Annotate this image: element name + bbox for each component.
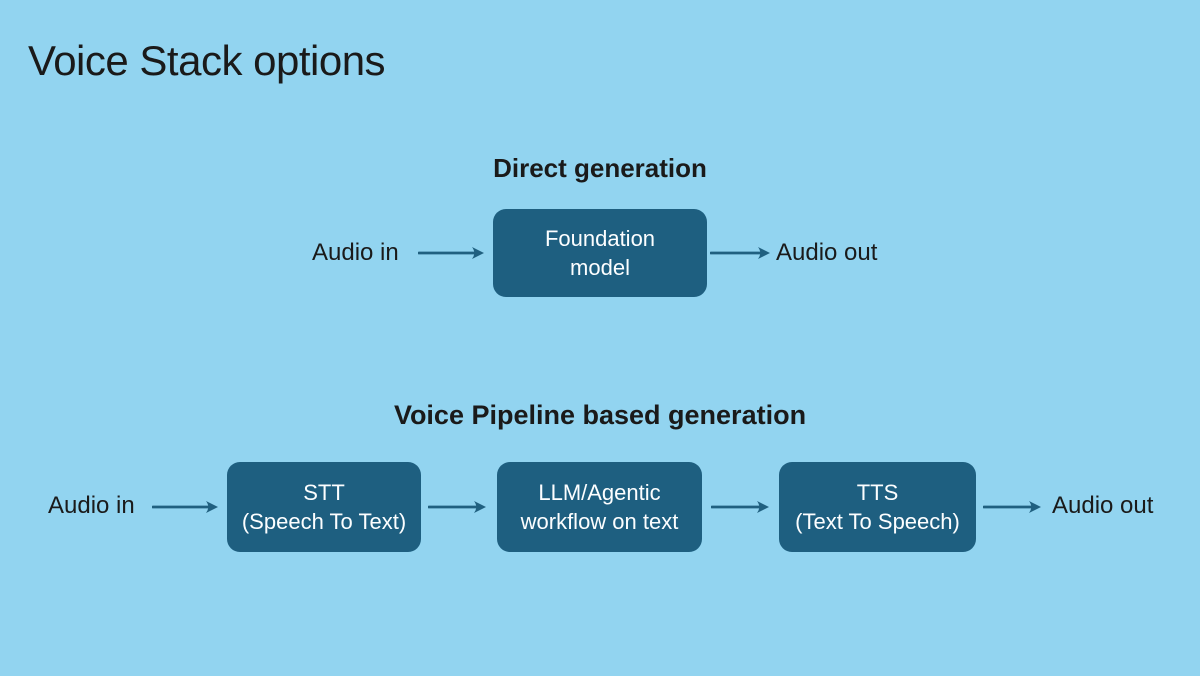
direct-generation-heading: Direct generation	[493, 153, 707, 183]
node-label-line: (Text To Speech)	[795, 509, 960, 534]
node-label-line: STT	[303, 480, 345, 505]
node-label-line: workflow on text	[520, 509, 679, 534]
node-label-line: (Speech To Text)	[241, 509, 407, 534]
arrow-right-icon	[983, 501, 1041, 513]
page-title: Voice Stack options	[28, 37, 386, 84]
stt-node: STT (Speech To Text)	[227, 462, 421, 552]
direct-audio-out-label: Audio out	[776, 239, 878, 266]
node-label-line: TTS	[856, 480, 899, 505]
arrow-right-icon	[710, 247, 770, 259]
node-label-line: Foundation	[544, 226, 656, 251]
foundation-model-node: Foundation model	[493, 209, 707, 297]
pipeline-audio-out-label: Audio out	[1052, 492, 1154, 519]
arrow-right-icon	[418, 247, 484, 259]
node-label-line: model	[570, 255, 630, 280]
arrow-right-icon	[152, 501, 218, 513]
llm-agentic-workflow-node: LLM/Agentic workflow on text	[497, 462, 702, 552]
direct-audio-in-label: Audio in	[312, 239, 399, 266]
pipeline-audio-in-label: Audio in	[48, 492, 135, 519]
tts-node: TTS (Text To Speech)	[779, 462, 976, 552]
arrow-right-icon	[711, 501, 769, 513]
arrow-right-icon	[428, 501, 486, 513]
pipeline-generation-heading: Voice Pipeline based generation	[393, 400, 807, 430]
node-label-line: LLM/Agentic	[538, 480, 661, 505]
